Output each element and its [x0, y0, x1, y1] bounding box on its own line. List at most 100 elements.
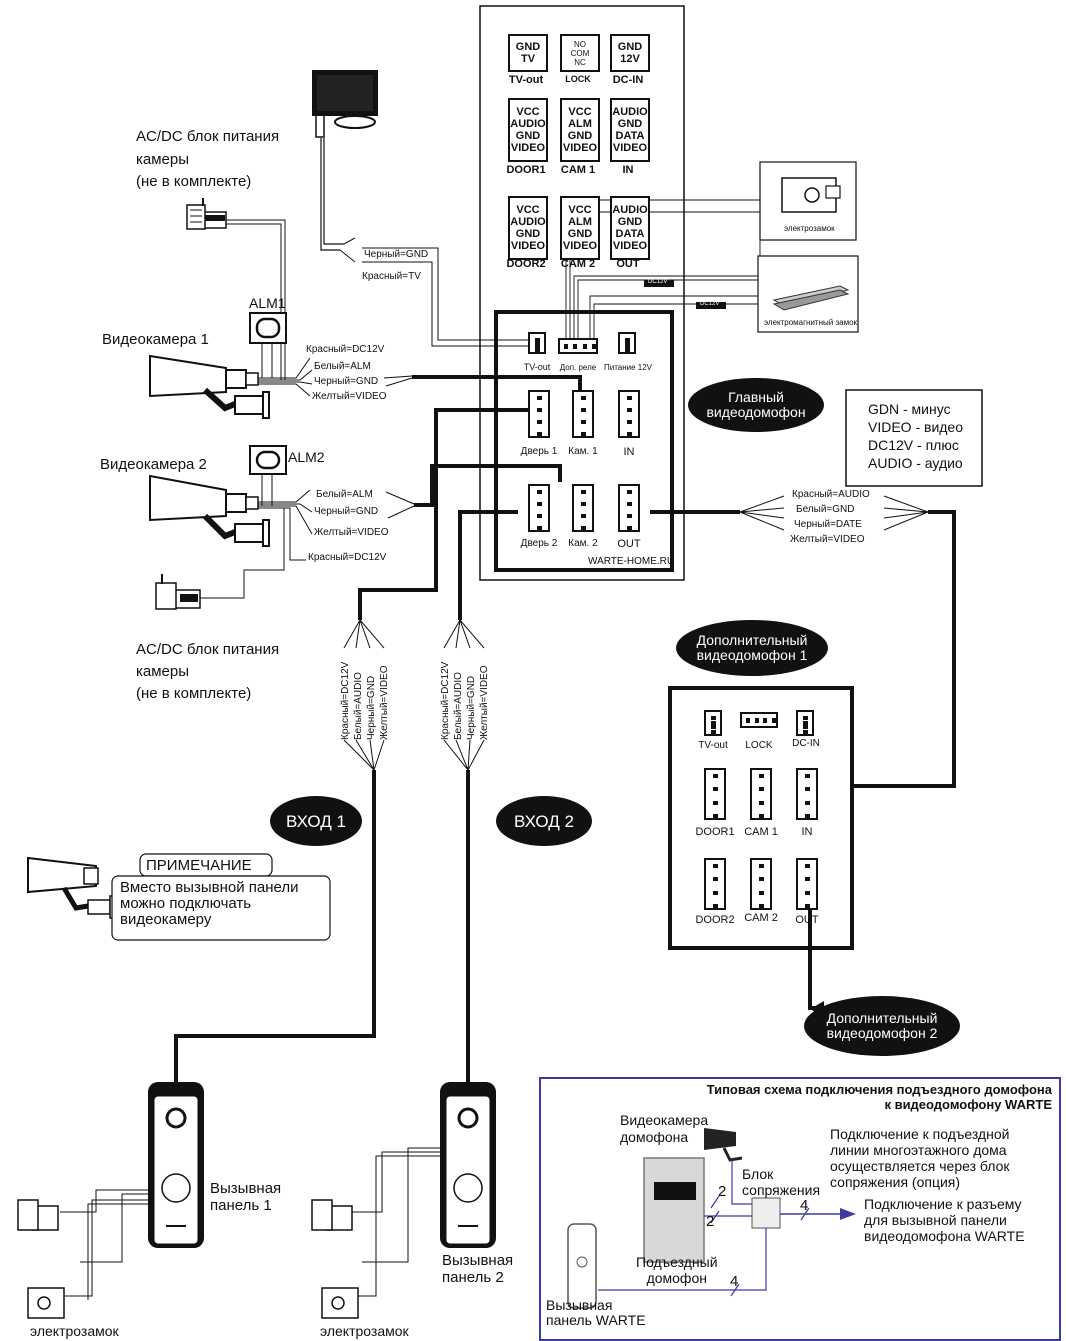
- panel1-line1: Вызывная: [210, 1180, 282, 1197]
- alm1-label: ALM1: [249, 295, 286, 311]
- typical-title-line2: к видеодомофону WARTE: [884, 1097, 1052, 1112]
- terminal-line: GND: [617, 118, 643, 130]
- camera1-yellow-label: Желтый=VIDEO: [312, 391, 387, 402]
- out-wire-label: Желтый=VIDEO: [790, 534, 865, 545]
- block-line1: Блок: [742, 1166, 774, 1182]
- input1-wire-label: Красный=DC12V: [340, 661, 351, 740]
- main-oval-line1: Главный: [728, 389, 784, 405]
- terminal-line: DATA: [615, 228, 645, 240]
- note-line: видеокамеру: [120, 911, 212, 928]
- camera1-white-label: Белый=ALM: [314, 361, 371, 372]
- connector-socket: [750, 768, 772, 820]
- terminal-line: GND: [567, 228, 593, 240]
- note-title: ПРИМЕЧАНИЕ: [146, 857, 252, 874]
- input1-oval: ВХОД 1: [270, 796, 362, 846]
- input2-wire-label: Красный=DC12V: [440, 661, 451, 740]
- terminal-line: VIDEO: [562, 142, 598, 154]
- call-panel1-icon: [148, 1082, 204, 1248]
- panel2-label: Вызывная панель 2: [442, 1252, 513, 1286]
- typical-desc-line: осуществляется через блок: [830, 1158, 1010, 1174]
- warte-line2: панель WARTE: [546, 1312, 646, 1328]
- camera2-icon: [149, 474, 270, 547]
- camera2-black-label: Черный=GND: [314, 506, 379, 517]
- lock-panel1-icon: [27, 1287, 65, 1319]
- input2-label: ВХОД 2: [514, 811, 574, 831]
- typical-desc-line: линии многоэтажного дома: [830, 1142, 1007, 1158]
- camera2-white-label: Белый=ALM: [316, 489, 373, 500]
- terminal-line: VIDEO: [510, 142, 546, 154]
- power-top-line3: (не в комплекте): [136, 173, 252, 190]
- warte-panel-icon: [567, 1223, 597, 1309]
- terminal-line: AUDIO: [612, 204, 648, 216]
- power-bottom-line1: AC/DC блок питания: [136, 641, 280, 658]
- legend-item: GDN - минус: [868, 401, 951, 417]
- power-top-line1: AC/DC блок питания: [136, 128, 280, 145]
- terminal-line: NC: [574, 57, 586, 67]
- legend-item: VIDEO - видео: [868, 419, 964, 435]
- main-intercom-oval: Главный видеодомофон: [688, 378, 824, 432]
- extra2-line1: Дополнительный: [826, 1010, 938, 1026]
- panel2-line1: Вызывная: [442, 1252, 514, 1269]
- extra1-line2: видеодомофон 1: [696, 647, 808, 663]
- extra-intercom1-oval: Дополнительный видеодомофон 1: [676, 620, 828, 676]
- input2-oval: ВХОД 2: [496, 796, 592, 846]
- note-camera-icon: [27, 856, 116, 919]
- note-line: Вместо вызывной панели: [120, 879, 299, 896]
- terminal-line: AUDIO: [510, 118, 546, 130]
- tv-black-wire-label: Черный=GND: [364, 249, 429, 260]
- typical-desc-line: Подключение к подъездной: [830, 1126, 1010, 1142]
- connector-label: Кам. 1: [568, 446, 598, 457]
- connector-label: Питание 12V: [603, 363, 653, 372]
- terminal-line: DATA: [615, 130, 645, 142]
- power-bottom-line2: камеры: [136, 663, 190, 680]
- connector-label: Доп. реле: [559, 363, 597, 372]
- connector-label: CAM 1: [744, 826, 778, 838]
- terminal-line: COM: [570, 48, 590, 58]
- main-unit-body: [479, 5, 685, 581]
- adapter-panel1-icon: [17, 1199, 59, 1231]
- conn-line: видеодомофона WARTE: [864, 1228, 1025, 1244]
- input2-wire-label: Желтый=VIDEO: [479, 665, 490, 741]
- wire-count-4b: 4: [730, 1273, 739, 1290]
- camera2-title: Видеокамера 2: [100, 456, 207, 473]
- main-unit-connector-frame: [494, 310, 674, 572]
- wire-count-4a: 4: [800, 1197, 809, 1214]
- terminal-line: VCC: [516, 204, 540, 216]
- panel2-line2: панель 2: [442, 1269, 504, 1286]
- input2-wire-label: Черный=GND: [466, 675, 477, 740]
- connector-socket: [750, 858, 772, 910]
- entrance-intercom-label: Подъездный домофон: [636, 1254, 718, 1286]
- connector-socket: [558, 338, 598, 354]
- legend: GDN - минус VIDEO - видео DC12V - плюс A…: [868, 400, 963, 472]
- power-adapter-top-icon: [186, 198, 227, 230]
- out-wire-label: Черный=DATE: [794, 519, 862, 530]
- connector-label: IN: [623, 446, 635, 458]
- terminal-line: VIDEO: [612, 142, 648, 154]
- dc12v-tag2: DC12V: [700, 301, 720, 307]
- connector-label: DOOR2: [695, 914, 735, 926]
- warte-panel-label: Вызывная панель WARTE: [546, 1298, 646, 1328]
- electric-lock-label: электрозамок: [784, 224, 835, 233]
- typical-cam-line1: Видеокамера: [620, 1112, 709, 1128]
- terminal-name: IN: [622, 164, 634, 176]
- wire-count-2a: 2: [718, 1183, 727, 1200]
- camera1-title: Видеокамера 1: [102, 331, 209, 348]
- connector-socket: [528, 390, 550, 438]
- dc12v-tag1: DC12V: [648, 279, 668, 285]
- power-top-line2: камеры: [136, 151, 190, 168]
- input1-wire-label: Белый=AUDIO: [353, 672, 364, 740]
- terminal-line: GND: [567, 130, 593, 142]
- lock1-label: электрозамок: [30, 1323, 119, 1339]
- terminal-name: LOCK: [565, 74, 591, 84]
- camera2-red-label: Красный=DC12V: [308, 552, 387, 563]
- warte-line1: Вызывная: [546, 1297, 613, 1313]
- power-bottom-line3: (не в комплекте): [136, 685, 252, 702]
- connector-socket: [796, 710, 814, 736]
- intercom-camera-icon: [704, 1128, 743, 1162]
- main-oval-line2: видеодомофон: [706, 404, 806, 420]
